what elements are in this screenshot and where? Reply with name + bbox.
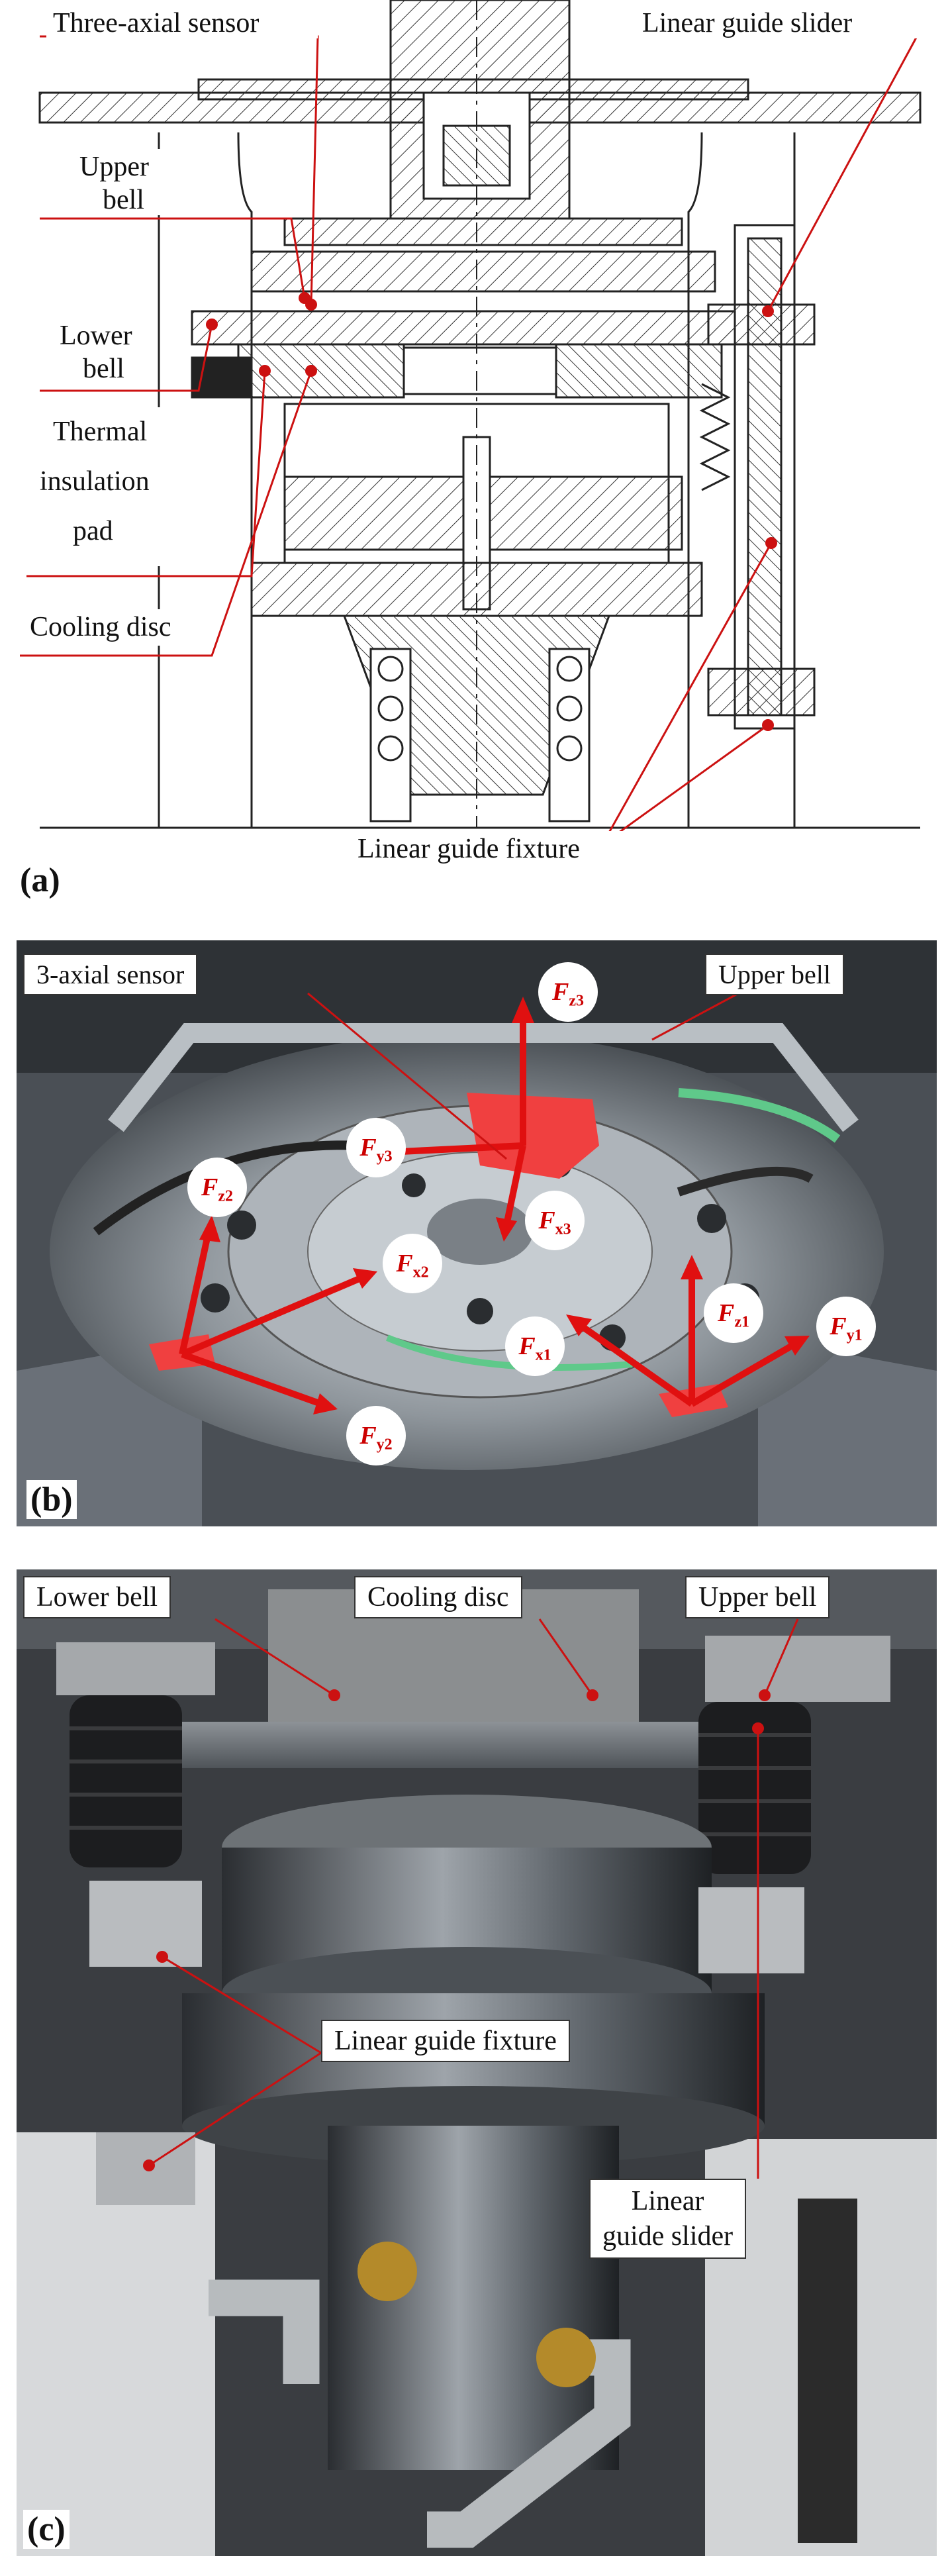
label-linear-guide-slider: Linear guide slider bbox=[589, 2179, 747, 2259]
label-three-axial-sensor: Three-axial sensor bbox=[53, 8, 259, 38]
label-upper-bell-2: bell bbox=[103, 185, 144, 215]
label-linear-guide-slider-1: Linear bbox=[631, 2186, 704, 2216]
force-label-fx3: Fx3 bbox=[526, 1192, 583, 1249]
sensor-3-body bbox=[467, 1093, 599, 1179]
force-label-fz1: Fz1 bbox=[705, 1285, 762, 1342]
panel-b-letter: (b) bbox=[26, 1480, 77, 1519]
label-cooling-disc: Cooling disc bbox=[30, 612, 171, 642]
label-thermal-3: pad bbox=[73, 516, 113, 546]
panel-a-labels: Three-axial sensor Upper bell Lower bell… bbox=[26, 7, 927, 867]
label-linear-guide-fixture: Linear guide fixture bbox=[357, 834, 580, 864]
label-lower-bell: Lower bell bbox=[23, 1576, 171, 1618]
panel-b-sensor-photo: 3-axial sensor Upper bell Fz3 Fy3 Fx3 Fz… bbox=[17, 940, 937, 1526]
label-thermal-2: insulation bbox=[40, 466, 150, 497]
label-upper-bell: Upper bell bbox=[705, 954, 844, 995]
apparatus-photo bbox=[17, 1569, 937, 2556]
force-label-fx2: Fx2 bbox=[384, 1235, 441, 1292]
label-cooling-disc: Cooling disc bbox=[354, 1576, 522, 1618]
label-3-axial-sensor: 3-axial sensor bbox=[23, 954, 198, 995]
label-linear-guide-slider-2: guide slider bbox=[602, 2220, 734, 2252]
label-linear-guide-fixture: Linear guide fixture bbox=[321, 2020, 570, 2062]
label-upper-bell-1: Upper bbox=[79, 152, 149, 182]
panel-c-letter: (c) bbox=[23, 2510, 70, 2549]
force-label-fy3: Fy3 bbox=[348, 1119, 404, 1176]
panel-a-letter: (a) bbox=[20, 862, 60, 899]
sensor-assembly-photo bbox=[17, 940, 937, 1526]
panel-a-technical-drawing: Three-axial sensor Upper bell Lower bell… bbox=[0, 0, 950, 907]
force-label-fz3: Fz3 bbox=[540, 964, 596, 1020]
force-vector-arrows bbox=[179, 1013, 796, 1407]
label-lower-bell-1: Lower bbox=[60, 321, 132, 351]
force-label-fx1: Fx1 bbox=[506, 1318, 563, 1375]
assembly-cross-section-drawing: Three-axial sensor Upper bell Lower bell… bbox=[20, 0, 927, 867]
panel-c-apparatus-photo: Lower bell Cooling disc Upper bell Linea… bbox=[17, 1569, 937, 2556]
label-upper-bell: Upper bell bbox=[685, 1576, 830, 1618]
label-lower-bell-2: bell bbox=[83, 354, 124, 384]
label-thermal-1: Thermal bbox=[53, 417, 147, 447]
force-label-fy1: Fy1 bbox=[818, 1298, 875, 1355]
force-label-fy2: Fy2 bbox=[348, 1407, 404, 1464]
label-linear-guide-slider: Linear guide slider bbox=[642, 8, 852, 38]
force-label-fz2: Fz2 bbox=[189, 1159, 246, 1216]
